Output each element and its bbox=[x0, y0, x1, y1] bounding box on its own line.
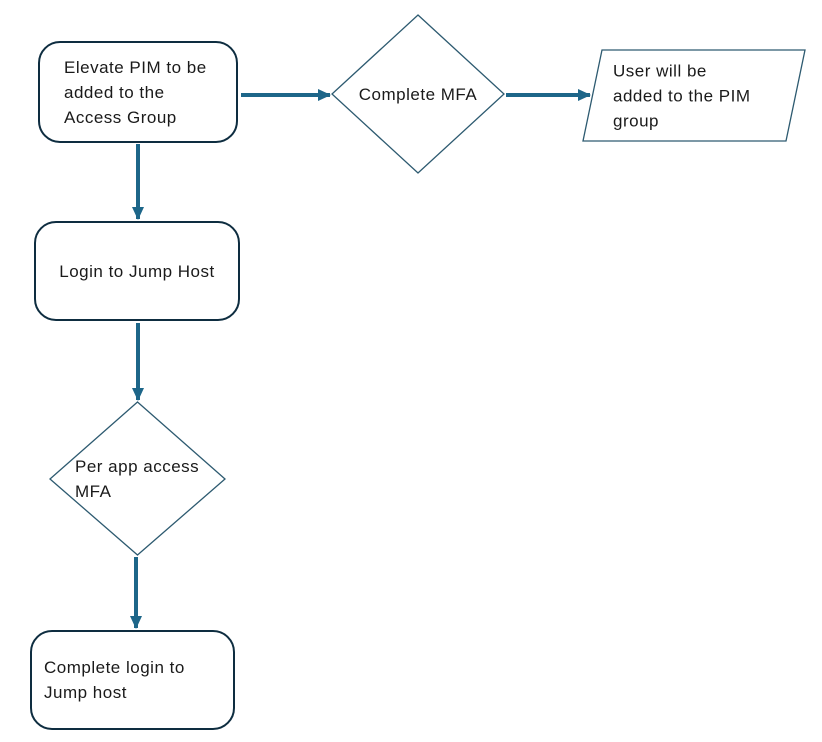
node-complete-mfa-label: Complete MFA bbox=[358, 84, 478, 104]
node-user-added-to-pim-group-label: User will be added to the PIM group bbox=[613, 61, 751, 130]
node-login-to-jump-host-label: Login to Jump Host bbox=[59, 261, 215, 281]
node-user-added-to-pim-group: User will be added to the PIM group bbox=[582, 49, 806, 142]
diamond-outline bbox=[331, 14, 505, 174]
node-complete-login-to-jump-host: Complete login to Jump host bbox=[30, 630, 235, 730]
node-complete-login-to-jump-host-label: Complete login to Jump host bbox=[44, 658, 185, 702]
diamond-outline bbox=[49, 401, 226, 556]
node-per-app-access-mfa: Per app access MFA bbox=[49, 401, 226, 557]
diamond-shape bbox=[49, 401, 226, 556]
node-complete-mfa: Complete MFA bbox=[331, 14, 505, 174]
node-elevate-pim: Elevate PIM to be added to the Access Gr… bbox=[38, 41, 238, 143]
node-per-app-access-mfa-label: Per app access MFA bbox=[75, 457, 200, 501]
node-login-to-jump-host: Login to Jump Host bbox=[34, 221, 240, 321]
parallelogram-shape bbox=[582, 49, 806, 142]
parallelogram-outline bbox=[582, 49, 806, 142]
diamond-shape bbox=[331, 14, 505, 174]
node-elevate-pim-label: Elevate PIM to be added to the Access Gr… bbox=[64, 57, 207, 127]
